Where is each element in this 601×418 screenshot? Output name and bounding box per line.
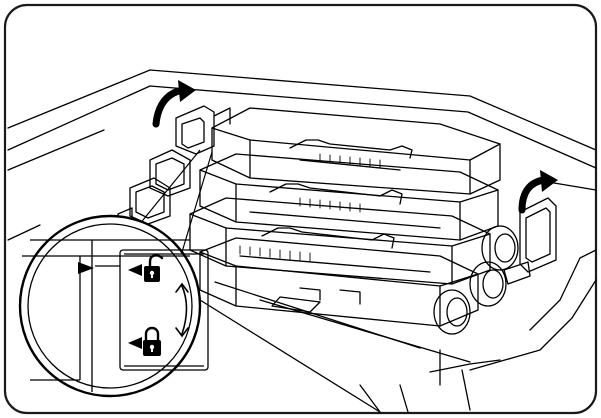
printer-body bbox=[7, 69, 597, 413]
pointer-triangle-icon bbox=[78, 262, 142, 349]
toner-cartridge-4 bbox=[199, 237, 479, 327]
right-rollers bbox=[433, 197, 557, 335]
left-levers bbox=[117, 105, 215, 237]
unlock-icon bbox=[144, 254, 164, 282]
curved-arrow-icon bbox=[152, 80, 196, 128]
double-arrow-icon bbox=[175, 282, 189, 338]
cartridge-ticks bbox=[239, 153, 381, 262]
curved-arrow-icon bbox=[518, 170, 558, 214]
toner-cartridge-3 bbox=[189, 197, 491, 285]
lock-icon bbox=[143, 326, 161, 356]
